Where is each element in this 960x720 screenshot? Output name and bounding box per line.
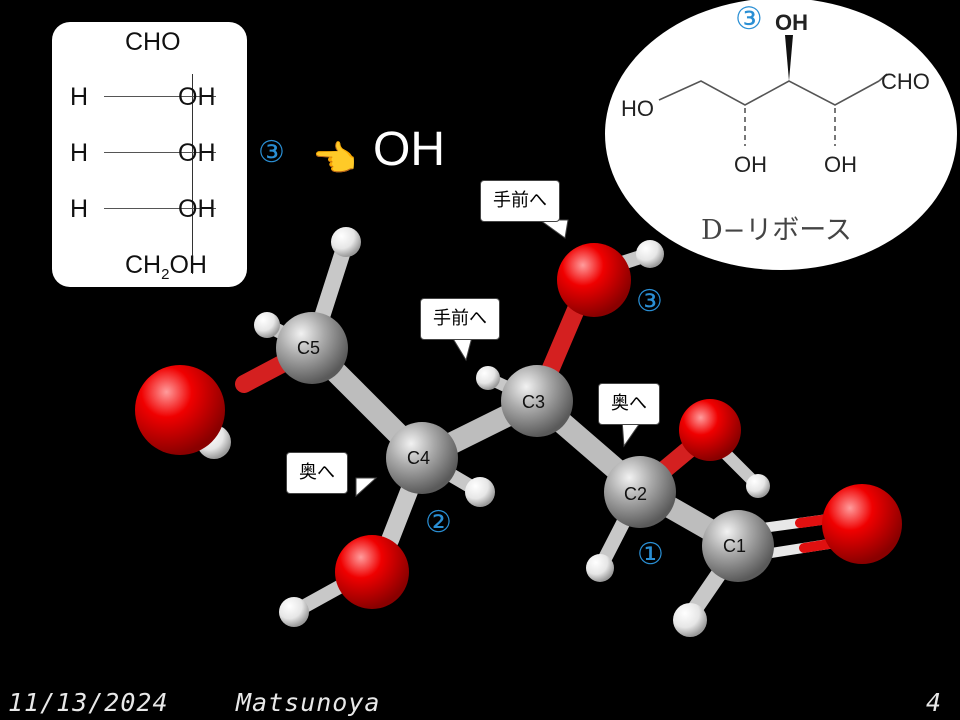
fischer-row1-right: OH xyxy=(178,83,216,111)
ribose-skeleton-lines xyxy=(658,35,888,146)
pointing-hand-icon: 👈 xyxy=(312,139,357,180)
ribose-number-3: ③ xyxy=(735,1,763,37)
ribose-ho: HO xyxy=(621,96,654,121)
c2-label: C2 xyxy=(624,484,647,504)
fischer-row-line xyxy=(104,152,216,153)
fischer-row1-left: H xyxy=(70,83,89,111)
oxygen-atom xyxy=(135,365,225,455)
pointer-oh-label: OH xyxy=(373,123,445,176)
ribose-structure-oval: ③ OH HO CHO OH OH D−リボース xyxy=(605,0,957,270)
callout-toward-viewer-c3: 手前へ xyxy=(420,298,500,340)
ribose-oh-left: OH xyxy=(734,152,767,177)
oxygen-atom xyxy=(679,399,741,461)
oxygen-atom xyxy=(335,535,409,609)
callout-away-c4: 奥へ xyxy=(286,452,348,494)
fischer-row-line xyxy=(104,208,216,209)
carbon-atom-c2 xyxy=(604,456,676,528)
pointer-number-3: ③ xyxy=(258,135,285,170)
fischer-backbone-line xyxy=(192,74,193,274)
footer-author: Matsunoya xyxy=(236,688,381,717)
footer-date: 11/13/2024 xyxy=(8,688,169,717)
marker-2: ② xyxy=(425,505,452,540)
hydrogen-atom xyxy=(254,312,280,338)
c4-label: C4 xyxy=(407,448,430,468)
hydrogen-atom xyxy=(673,603,707,637)
callout-away-c2: 奥へ xyxy=(598,383,660,425)
hydrogen-atom xyxy=(331,227,361,257)
ribose-name: D−リボース xyxy=(701,215,852,246)
c5-label: C5 xyxy=(297,338,320,358)
marker-1: ① xyxy=(637,537,664,572)
callout-toward-viewer-top: 手前へ xyxy=(480,180,560,222)
carbon-atom-c4 xyxy=(386,422,458,494)
hydrogen-atom xyxy=(746,474,770,498)
fischer-row2-left: H xyxy=(70,139,89,167)
callout-tail xyxy=(538,219,569,239)
carbon-atom-c3 xyxy=(501,365,573,437)
hydrogen-atom xyxy=(279,597,309,627)
fischer-row3-right: OH xyxy=(178,195,216,223)
hydrogen-atom xyxy=(586,554,614,582)
carbon-atom-c5 xyxy=(276,312,348,384)
slide-number: 4 xyxy=(926,688,943,717)
carbon-atom-c1 xyxy=(702,510,774,582)
hydrogen-atom xyxy=(476,366,500,390)
c3-label: C3 xyxy=(522,392,545,412)
fischer-row2-right: OH xyxy=(178,139,216,167)
fischer-row-line xyxy=(104,96,216,97)
callout-tail xyxy=(451,336,473,362)
callout-tail xyxy=(355,477,378,498)
fischer-projection-card: CHO H OH H OH H OH CH2OH xyxy=(52,22,247,287)
fischer-top-group: CHO xyxy=(125,28,181,56)
ribose-cho: CHO xyxy=(881,69,930,94)
ribose-oh-right: OH xyxy=(824,152,857,177)
fischer-row3-left: H xyxy=(70,195,89,223)
oxygen-atom xyxy=(557,243,631,317)
hydrogen-atom xyxy=(636,240,664,268)
oxygen-atom xyxy=(822,484,902,564)
marker-3: ③ xyxy=(636,284,663,319)
c1-label: C1 xyxy=(723,536,746,556)
fischer-bottom-group: CH2OH xyxy=(125,251,207,283)
ribose-top-oh: OH xyxy=(775,10,808,35)
hydrogen-atom xyxy=(465,477,495,507)
